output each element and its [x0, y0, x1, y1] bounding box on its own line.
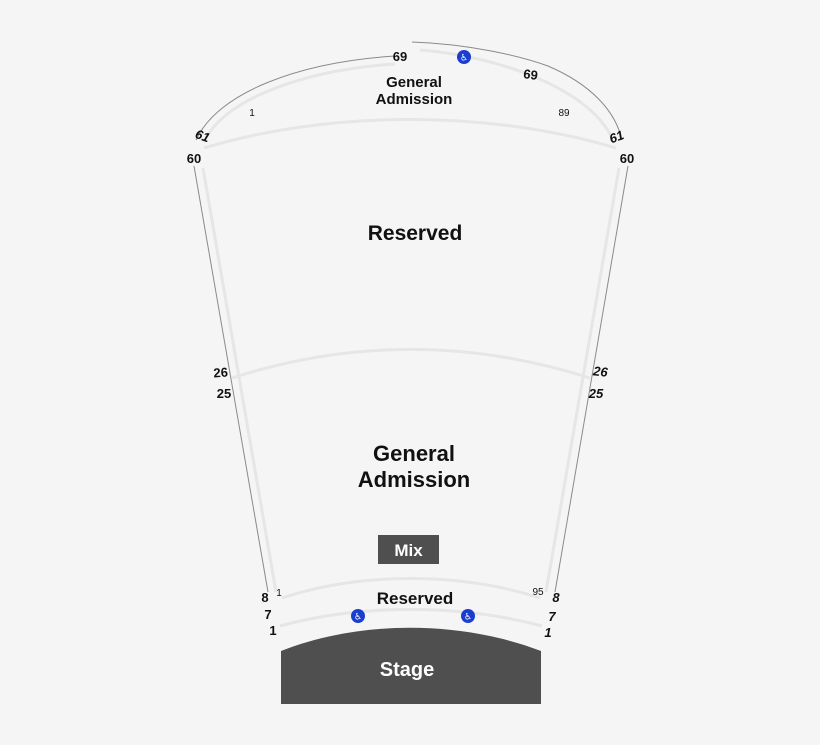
side-band-right	[544, 167, 621, 593]
divider-26-25	[231, 348, 591, 380]
stage-shape	[281, 627, 541, 704]
row-label-25-left: 25	[217, 386, 231, 401]
row-label-8-right: 8	[552, 590, 560, 605]
outline-right-upper	[547, 65, 623, 141]
svg-text:♿: ♿	[460, 54, 468, 64]
outline-left-upper	[195, 55, 396, 141]
row-label-1-right: 1	[544, 625, 551, 640]
reserved-main-label: Reserved	[368, 222, 463, 245]
section-dividers	[201, 48, 621, 628]
stage-label: Stage	[380, 659, 434, 681]
row-label-top-right: 69	[522, 66, 538, 83]
row-label-25-right: 25	[588, 386, 604, 401]
seat-label-upper-first: 1	[249, 108, 255, 119]
outline-left-side	[193, 165, 269, 593]
upper-arc-band	[204, 62, 396, 139]
divider-front	[281, 577, 541, 600]
wheelchair-icon: ♿	[457, 50, 471, 64]
row-label-7-left: 7	[264, 607, 271, 622]
seat-label-front-first: 1	[276, 588, 282, 599]
reserved-front-label: Reserved	[377, 589, 454, 608]
upper-ga-label-line2: Admission	[376, 91, 453, 108]
divider-front-2	[279, 608, 543, 628]
row-label-60-left: 60	[187, 151, 201, 166]
accessible-icons: ♿ ♿ ♿	[351, 50, 475, 623]
outline-top-gap	[411, 41, 549, 67]
row-label-26-left: 26	[213, 365, 228, 381]
row-label-61-right: 61	[607, 127, 626, 146]
upper-arc-band-right	[419, 48, 614, 139]
svg-text:♿: ♿	[464, 613, 472, 623]
seat-label-front-last: 95	[532, 587, 544, 598]
seat-label-upper-last: 89	[558, 108, 570, 119]
row-label-61-left: 61	[193, 126, 212, 145]
svg-text:♿: ♿	[354, 613, 362, 623]
row-label-60-right: 60	[620, 151, 634, 166]
seat-labels: 1 89 1 95	[249, 108, 570, 599]
wheelchair-icon: ♿	[351, 609, 365, 623]
side-band-left	[201, 167, 278, 593]
lower-ga-label-line1: General	[373, 441, 455, 466]
lower-ga-label-line2: Admission	[358, 467, 470, 492]
mix-booth: Mix	[378, 535, 439, 564]
divider-61-60	[203, 118, 617, 150]
row-label-1-left: 1	[269, 623, 276, 638]
row-label-26-right: 26	[591, 363, 609, 380]
mix-box	[378, 535, 439, 564]
stage: Stage	[281, 627, 541, 704]
upper-ga-label-line1: General	[386, 74, 442, 91]
row-label-8-left: 8	[261, 590, 268, 605]
row-label-7-right: 7	[548, 609, 556, 624]
row-label-top-left: 69	[393, 49, 407, 64]
wheelchair-icon: ♿	[461, 609, 475, 623]
row-labels: 69 69 61 61 60 60 26 26 25 25 8 8 7 7 1 …	[187, 49, 634, 640]
outline-right-side	[554, 165, 629, 593]
mix-label: Mix	[394, 541, 423, 560]
venue-outline	[193, 41, 629, 593]
